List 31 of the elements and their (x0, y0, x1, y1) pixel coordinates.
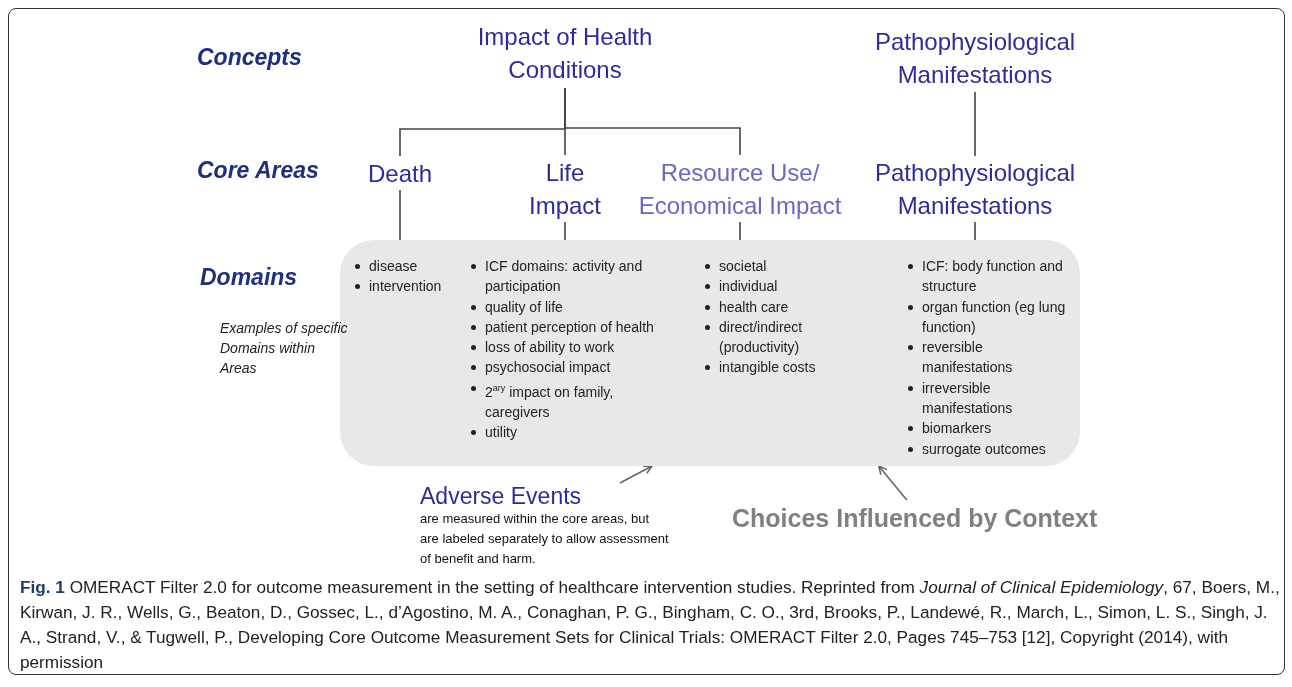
connector-line (564, 87, 741, 156)
row-label: Core Areas (197, 157, 319, 184)
list-item: intangible costs (719, 358, 816, 378)
list-item: patient perception of health (485, 317, 654, 337)
connector-line (974, 91, 976, 157)
list-item: loss of ability to work (485, 338, 615, 358)
list-item: individual (719, 277, 778, 297)
figure-caption: Fig. 1 OMERACT Filter 2.0 for outcome measurement in the setting of healthcare intervention studies. Reprinted from Journal of Clinical Epidemiology, 67, Boers, M., Kirwan, J. R., Wells, G., Beaton, D., Gossec, L., d’Agostino, M. A., Conaghan, P. G., Bingham, C. O., 3rd, Brooks, P., Landewé, R., March, L., Simon, L. S., Singh, J. A., Strand, V., & Tugwell, P., Developing Core Outcome Measurement Sets for Clinical Trials: OMERACT Filter 2.0, Pages 745–753 [12], Copyright (2014), with permission (20, 576, 1280, 674)
list-item: utility (485, 423, 517, 443)
list-item: societal (719, 257, 767, 276)
core-area-heading: Life Impact (515, 155, 615, 222)
note-heading: Adverse Events (420, 483, 583, 509)
row-label: Concepts (197, 44, 302, 71)
note-text: are measured within the core areas, but are labeled separately to allow assessment of benefit and harm. (420, 510, 670, 568)
list-item: quality of life (485, 297, 563, 317)
list-item: psychosocial impact (485, 358, 611, 378)
list-item: health care (719, 297, 789, 317)
list-item: disease (369, 257, 418, 276)
list-item: intervention (369, 277, 442, 297)
row-note: Examples of specific Domains within Areas (220, 319, 349, 378)
core-area-heading: Death (350, 156, 450, 190)
arrow (619, 465, 653, 484)
list-item: surrogate outcomes (922, 439, 1046, 459)
concept-heading: Pathophysiological Manifestations (845, 24, 1105, 92)
arrow (878, 465, 908, 501)
row-label: Domains (200, 264, 298, 291)
concept-heading: Impact of Health Conditions (430, 18, 700, 88)
list-item: organ function (eg lung function) (922, 297, 1067, 337)
list-item: biomarkers (922, 419, 992, 439)
list-item: direct/indirect (productivity) (719, 317, 804, 358)
context-label: Choices Influenced by Context (732, 500, 1112, 536)
